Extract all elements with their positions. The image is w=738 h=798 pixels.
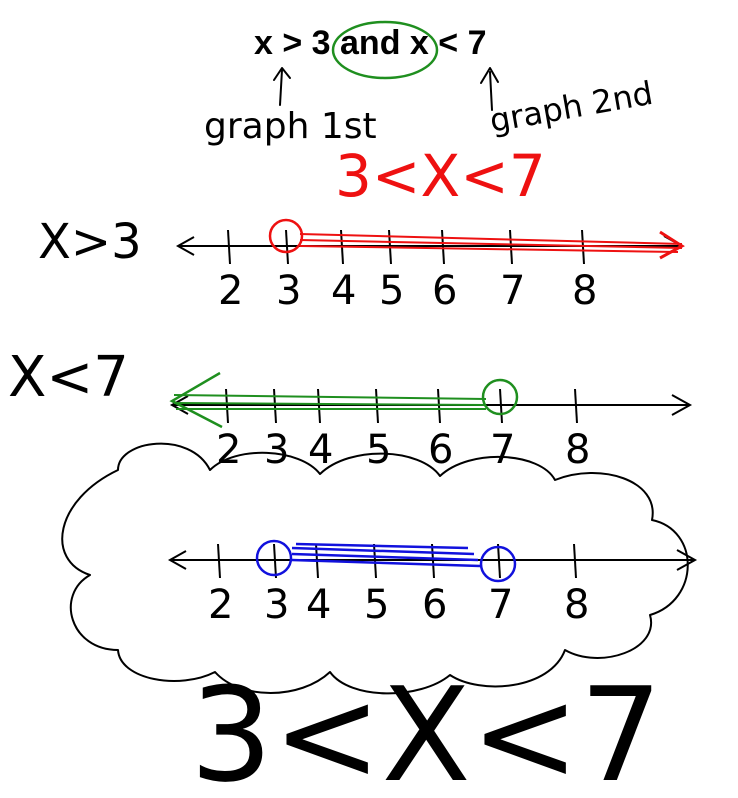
number-line-2-tick <box>317 388 321 424</box>
shaded-ray-red-arrowhead <box>659 230 685 260</box>
number-line-2-tick <box>499 388 503 424</box>
number-line-1-tick-label: 3 <box>276 268 301 314</box>
number-line-3-tick <box>497 543 501 579</box>
number-line-1-tick <box>441 229 445 265</box>
number-line-2-tick-label: 7 <box>490 427 515 473</box>
number-line-3-tick <box>573 543 577 579</box>
number-line-3-tick-label: 6 <box>422 582 447 628</box>
number-line-2-right-arrow <box>671 394 693 416</box>
line1-label: X>3 <box>38 214 142 270</box>
number-line-3-tick-label: 8 <box>564 582 589 628</box>
number-line-2-tick <box>225 388 229 424</box>
number-line-1-tick-label: 8 <box>572 268 597 314</box>
number-line-1-tick-label: 4 <box>331 268 356 314</box>
cloud-outline <box>61 442 689 695</box>
number-line-2-tick-label: 6 <box>428 427 453 473</box>
number-line-3-tick-label: 7 <box>488 582 513 628</box>
shaded-ray-green-arrowhead <box>169 371 223 429</box>
graph-second-note: graph 2nd <box>487 74 656 140</box>
answer-inequality: 3<X<7 <box>190 659 662 798</box>
combined-red-note: 3<X<7 <box>335 142 546 210</box>
shaded-segment-blue <box>291 542 481 568</box>
number-line-1-tick <box>227 229 231 265</box>
number-line-2-tick <box>273 388 277 424</box>
number-line-1-left-arrow <box>175 236 195 256</box>
open-circle-red <box>268 218 304 254</box>
number-line-2-left-arrow <box>169 395 189 415</box>
open-circle-blue-right <box>479 545 517 583</box>
line2-label: X<7 <box>8 345 129 410</box>
number-line-2-tick-label: 8 <box>565 427 590 473</box>
number-line-2-tick-label: 2 <box>216 427 241 473</box>
shaded-ray-green <box>173 394 487 410</box>
problem-title: x > 3 and x < 7 <box>254 24 486 62</box>
number-line-2-tick-label: 5 <box>366 427 391 473</box>
number-line-3-tick <box>217 543 221 579</box>
number-line-3-tick <box>373 543 377 579</box>
number-line-3-tick <box>273 543 277 579</box>
number-line-3-tick-label: 4 <box>306 582 331 628</box>
number-line-1-tick-label: 5 <box>379 268 404 314</box>
number-line-2-tick-label: 4 <box>308 427 333 473</box>
number-line-2-tick <box>574 388 578 424</box>
number-line-1-tick <box>285 229 289 265</box>
open-circle-blue-left <box>255 539 293 577</box>
number-line-3-tick <box>431 543 435 579</box>
number-line-3-tick-label: 2 <box>208 582 233 628</box>
number-line-1-tick <box>581 229 585 265</box>
graph-first-arrow <box>273 67 291 106</box>
graph-first-note: graph 1st <box>204 106 377 147</box>
number-line-2-tick <box>437 388 441 424</box>
open-circle-green <box>481 378 519 416</box>
number-line-2-tick <box>375 388 379 424</box>
number-line-3-left-arrow <box>167 550 187 570</box>
number-line-1-tick-label: 7 <box>500 268 525 314</box>
number-line-3-right-arrow <box>676 549 698 571</box>
shaded-ray-red <box>299 233 683 253</box>
and-highlight-circle <box>331 20 439 80</box>
number-line-2-tick-label: 3 <box>264 427 289 473</box>
number-line-1-tick-label: 6 <box>432 268 457 314</box>
graph-second-arrow <box>480 67 499 111</box>
number-line-3-tick-label: 5 <box>364 582 389 628</box>
number-line-3-tick-label: 3 <box>264 582 289 628</box>
number-line-1-tick-label: 2 <box>218 268 243 314</box>
number-line-1-tick <box>509 229 513 265</box>
